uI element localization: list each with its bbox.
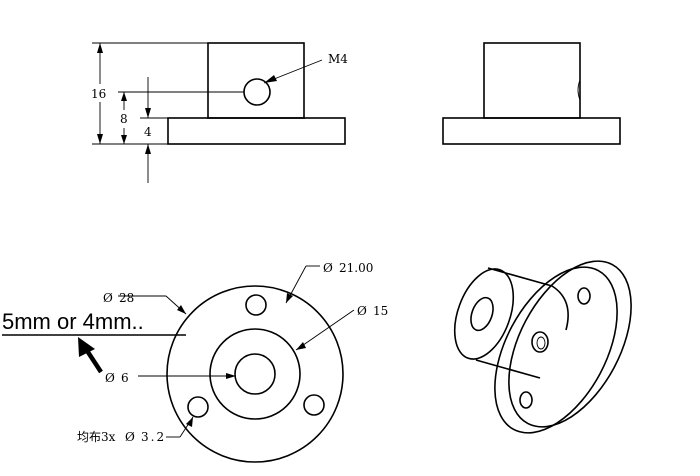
dia-6-arrow xyxy=(226,373,236,379)
dia-symbol-3-2: Ø xyxy=(125,430,135,444)
holes-note-arrow xyxy=(186,417,193,427)
thread-leader-arrow xyxy=(264,75,277,83)
dim-8-arrow-top xyxy=(121,92,127,101)
dim-4-label: 4 xyxy=(144,125,152,139)
iso-flange-back xyxy=(508,260,632,428)
iso-flange-front xyxy=(494,266,618,434)
iso-hub-bottom-edge xyxy=(475,359,541,379)
front-view: M4 16 8 4 xyxy=(91,42,348,183)
iso-hub-face xyxy=(453,268,515,360)
mount-hole-top xyxy=(245,294,267,316)
size-annotation: 5mm or 4mm.. xyxy=(2,309,186,374)
dim-8-arrow-bottom xyxy=(121,135,127,144)
dia-28-label: 28 xyxy=(119,291,134,305)
side-hole-hint xyxy=(577,79,581,101)
dia-15-label: 15 xyxy=(373,304,388,318)
iso-mount-hole-bottom xyxy=(519,391,533,409)
dim-4-arrow-bottom xyxy=(145,144,151,154)
mount-hole-right xyxy=(303,394,325,416)
dia-21-label: 21.00 xyxy=(339,261,373,275)
iso-hub-right-contour xyxy=(551,285,569,331)
flange-outer-circle xyxy=(166,285,344,463)
dia-21-arrow xyxy=(286,293,293,303)
iso-set-screw-hole xyxy=(531,331,549,353)
front-flange-outline xyxy=(167,117,346,145)
holes-note-value: 3.2 xyxy=(141,430,166,444)
side-flange-outline xyxy=(442,117,621,145)
size-note-arrow-head xyxy=(78,337,95,357)
iso-hub-top-edge xyxy=(487,267,553,287)
iso-mount-hole-top xyxy=(577,287,591,305)
bottom-view: Ø 28 Ø 21.00 Ø 15 Ø 6 均布3x Ø 3.2 xyxy=(77,261,388,463)
dim-4-arrow-top xyxy=(145,108,151,118)
dia-6-label: 6 xyxy=(121,371,129,385)
dia-symbol-28: Ø xyxy=(103,291,113,305)
size-note-text: 5mm or 4mm.. xyxy=(2,309,144,334)
side-view xyxy=(442,42,621,145)
iso-set-screw-inner xyxy=(536,336,546,350)
iso-bore xyxy=(470,296,494,332)
mount-hole-left xyxy=(187,396,209,418)
dia-15-leader xyxy=(295,309,355,351)
dim-16-arrow-top xyxy=(97,43,103,53)
dia-symbol-6: Ø xyxy=(105,371,115,385)
dim-8-label: 8 xyxy=(120,112,128,126)
dia-28-arrow xyxy=(177,305,186,314)
isometric-view xyxy=(453,260,632,434)
thread-label: M4 xyxy=(328,52,348,66)
dia-symbol-21: Ø xyxy=(323,261,333,275)
dim-16-label: 16 xyxy=(91,87,106,101)
front-hub-outline xyxy=(207,42,305,119)
dia-symbol-15: Ø xyxy=(357,304,367,318)
bore-circle xyxy=(234,353,276,395)
set-screw-hole xyxy=(243,78,271,106)
hub-circle xyxy=(209,328,301,420)
side-hub-outline xyxy=(483,42,581,119)
dim-16-arrow-bottom xyxy=(97,134,103,144)
dia-15-arrow xyxy=(296,342,306,350)
holes-note-prefix: 均布3x xyxy=(77,430,116,444)
